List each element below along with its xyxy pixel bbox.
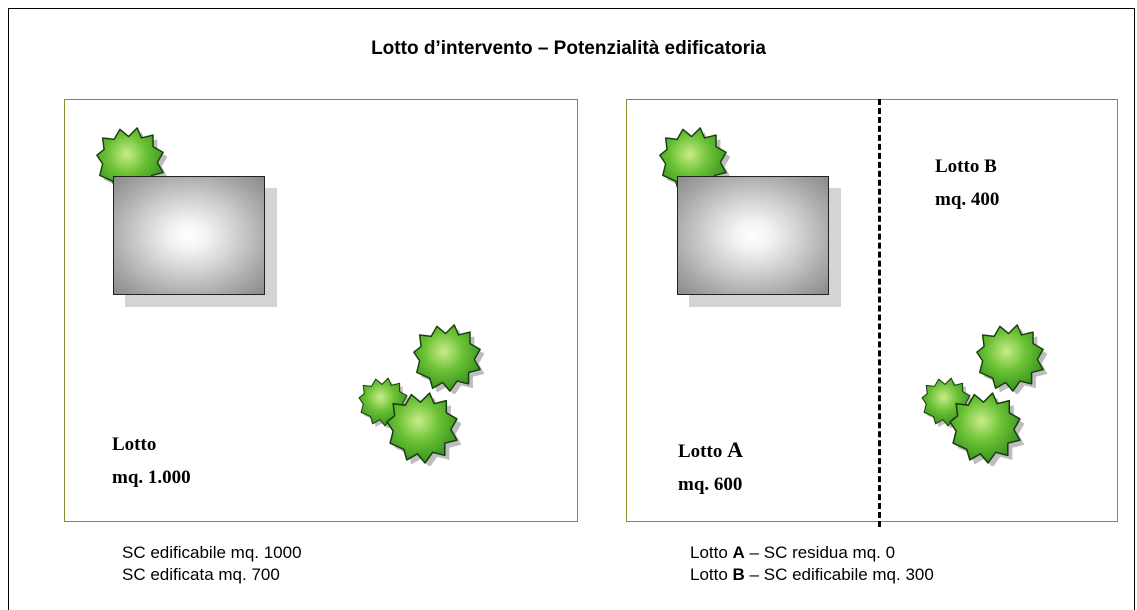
- note-b-prefix: Lotto: [690, 565, 733, 584]
- left-caption: SC edificabile mq. 1000 SC edificata mq.…: [122, 542, 302, 586]
- lot-label: Lotto mq. 1.000: [112, 428, 191, 494]
- lot-a-area: mq. 600: [678, 474, 743, 495]
- lot-a-prefix: Lotto: [678, 441, 728, 462]
- note-b-letter: B: [732, 565, 745, 584]
- building-icon: [677, 176, 829, 295]
- lot-a-label: Lotto A mq. 600: [678, 433, 743, 501]
- note-a-rest: – SC residua mq. 0: [744, 543, 896, 562]
- lot-b-label: Lotto B mq. 400: [935, 150, 999, 216]
- sc-built: SC edificata mq. 700: [122, 565, 280, 584]
- lot-b-name: Lotto B: [935, 156, 997, 177]
- lot-name: Lotto: [112, 434, 157, 455]
- tree-icon: [976, 324, 1049, 394]
- sc-buildable: SC edificabile mq. 1000: [122, 543, 302, 562]
- tree-icon: [386, 392, 463, 466]
- lot-a-name: Lotto A: [678, 433, 743, 468]
- lot-a-note: Lotto A – SC residua mq. 0: [690, 542, 934, 564]
- note-a-letter: A: [732, 543, 745, 562]
- tree-icon: [949, 392, 1026, 466]
- note-b-rest: – SC edificabile mq. 300: [744, 565, 934, 584]
- lot-b-area: mq. 400: [935, 189, 1000, 210]
- figure-frame: [8, 8, 1135, 610]
- lot-area: mq. 1.000: [112, 467, 191, 488]
- diagram-title: Lotto d’intervento – Potenzialità edific…: [371, 38, 766, 59]
- building-icon: [113, 176, 265, 295]
- lot-b-note: Lotto B – SC edificabile mq. 300: [690, 564, 934, 586]
- subdivision-dashed-line: [878, 99, 881, 527]
- note-a-prefix: Lotto: [690, 543, 733, 562]
- tree-icon: [413, 324, 486, 394]
- lot-a-letter: A: [727, 437, 743, 462]
- right-caption: Lotto A – SC residua mq. 0 Lotto B – SC …: [690, 542, 934, 586]
